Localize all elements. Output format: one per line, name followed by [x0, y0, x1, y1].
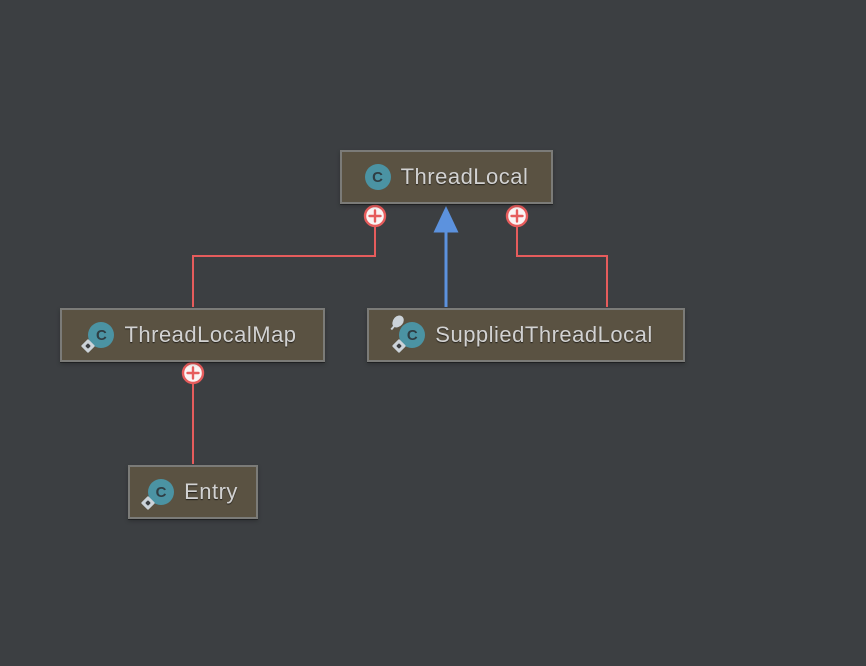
edge-inheritance-suppliedthreadlocal-threadlocal[interactable] [433, 206, 459, 307]
class-icon: C [390, 313, 426, 354]
class-icon: C [364, 164, 391, 190]
class-node-threadlocal[interactable]: C ThreadLocal [340, 150, 553, 204]
edge-line[interactable] [192, 226, 376, 308]
class-node-label: SuppliedThreadLocal [435, 322, 653, 347]
edge-containment-threadlocal-suppliedthreadlocal[interactable] [505, 204, 608, 308]
class-icon: C [140, 479, 175, 511]
inheritance-arrowhead-icon [433, 206, 459, 233]
static-modifier-icon [140, 495, 156, 511]
class-icon: C [81, 322, 115, 354]
edge-line[interactable] [516, 226, 608, 308]
static-modifier-icon [81, 338, 96, 354]
final-modifier-icon [390, 313, 407, 330]
edge-containment-threadlocal-threadlocalmap[interactable] [192, 204, 387, 308]
class-node-threadlocalmap[interactable]: C ThreadLocalMap [60, 308, 325, 362]
plus-glyph [510, 209, 524, 223]
class-node-entry[interactable]: C Entry [128, 465, 258, 519]
class-icon-letter: C [406, 326, 418, 344]
class-node-label: ThreadLocalMap [124, 322, 297, 347]
static-modifier-icon [392, 338, 407, 354]
edge-containment-threadlocalmap-entry[interactable] [181, 361, 205, 464]
class-icon-letter: C [372, 168, 384, 186]
class-icon-letter: C [96, 326, 107, 344]
class-node-label: Entry [184, 479, 238, 504]
class-node-suppliedthreadlocal[interactable]: C SuppliedThreadLocal [367, 308, 685, 362]
plus-glyph [186, 366, 200, 380]
class-node-label: ThreadLocal [400, 164, 529, 189]
class-icon-letter: C [155, 483, 167, 501]
plus-glyph [368, 209, 382, 223]
